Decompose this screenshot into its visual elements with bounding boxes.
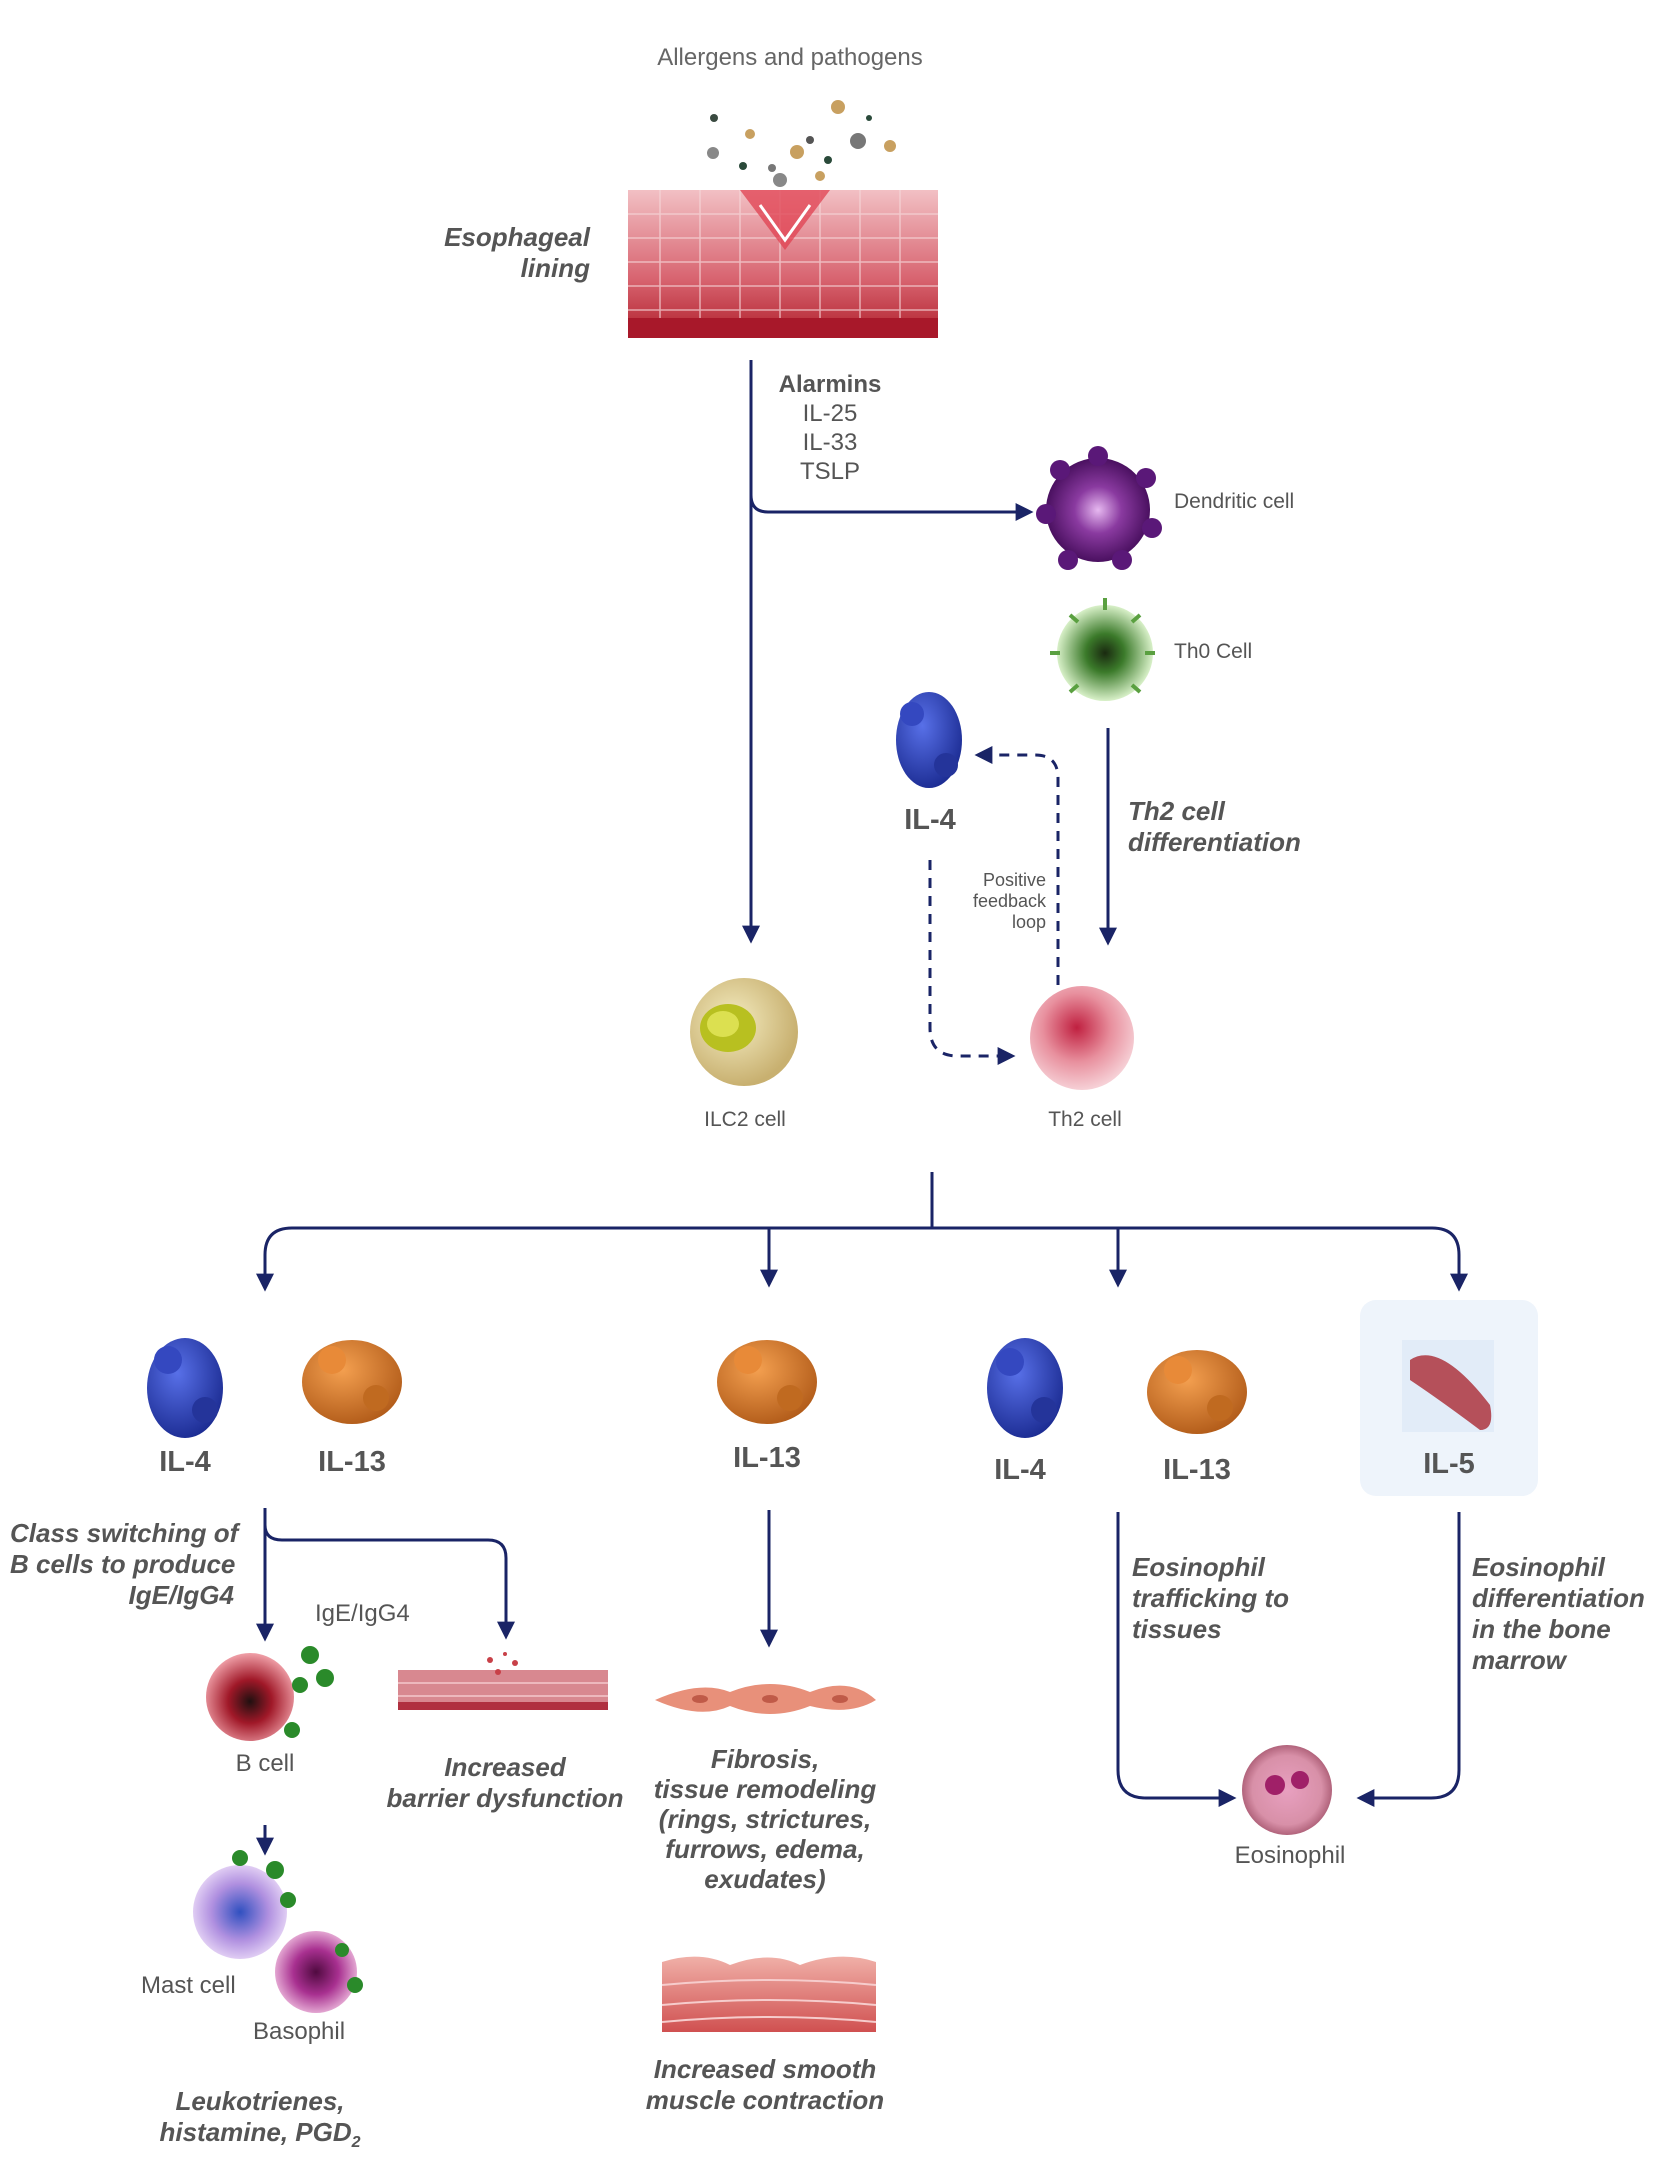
arrow-eos-trafficking bbox=[1116, 1512, 1237, 1807]
th0-cell-image bbox=[1050, 598, 1155, 701]
b-cell-label: B cell bbox=[235, 1750, 295, 1777]
barrier-line: Increased bbox=[444, 1752, 566, 1782]
class-switch-line: B cells to produce bbox=[10, 1549, 236, 1579]
th2-diff-line: differentiation bbox=[1128, 827, 1301, 857]
il13-protein-group1 bbox=[302, 1340, 402, 1424]
feedback-line: loop bbox=[1011, 912, 1046, 932]
fibrosis-label: Fibrosis, tissue remodeling (rings, stri… bbox=[630, 1744, 900, 1894]
fibrosis-tissue-image bbox=[655, 1684, 876, 1714]
il4-protein-group3 bbox=[987, 1338, 1063, 1438]
arrow-il4-to-th2 bbox=[928, 860, 1016, 1065]
il13-label-group3: IL-13 bbox=[1163, 1454, 1231, 1486]
smooth-muscle-line: muscle contraction bbox=[645, 2085, 885, 2115]
dendritic-cell-label: Dendritic cell bbox=[1174, 490, 1295, 513]
smooth-muscle-image bbox=[661, 1956, 877, 2032]
basophil-label: Basophil bbox=[253, 2018, 346, 2045]
il5-highlight-panel bbox=[1360, 1300, 1538, 1496]
alarmin-item: TSLP bbox=[799, 458, 861, 485]
allergen-particles bbox=[707, 100, 896, 187]
eos-traffic-line: Eosinophil bbox=[1132, 1552, 1265, 1582]
il4-top-label: IL-4 bbox=[904, 804, 956, 836]
class-switching-label: Class switching of B cells to produce Ig… bbox=[10, 1518, 239, 1611]
smooth-muscle-label: Increased smooth muscle contraction bbox=[630, 2054, 900, 2116]
feedback-line: Positive bbox=[982, 870, 1046, 890]
eosinophil-label: Eosinophil bbox=[1234, 1842, 1346, 1869]
arrows bbox=[256, 360, 1468, 1856]
il4-protein-top bbox=[896, 692, 962, 788]
alarmin-item: IL-33 bbox=[802, 429, 858, 456]
smooth-muscle-line: Increased smooth bbox=[653, 2054, 877, 2084]
eos-diff-line: in the bone bbox=[1472, 1614, 1611, 1644]
il13-protein-group2 bbox=[717, 1340, 817, 1424]
arrow-eos-differentiation bbox=[1356, 1512, 1461, 1807]
barrier-dysfunction-label: Increased barrier dysfunction bbox=[370, 1752, 640, 1814]
esophageal-label-line: lining bbox=[520, 253, 590, 283]
mast-cell-label: Mast cell bbox=[141, 1972, 236, 1999]
th2-diff-line: Th2 cell bbox=[1128, 796, 1225, 826]
il4-label-group3: IL-4 bbox=[994, 1454, 1046, 1486]
il13-protein-group3 bbox=[1147, 1350, 1247, 1434]
pgd-subscript: 2 bbox=[351, 2134, 361, 2152]
class-switch-line: Class switching of bbox=[10, 1518, 239, 1548]
barrier-tissue-image bbox=[398, 1652, 608, 1710]
th0-cell-label: Th0 Cell bbox=[1174, 640, 1253, 663]
eos-trafficking-label: Eosinophil trafficking to tissues bbox=[1132, 1552, 1289, 1645]
th2-cell-image bbox=[1030, 986, 1134, 1090]
esophageal-lining-image bbox=[628, 190, 938, 338]
alarmin-item: IL-25 bbox=[802, 400, 858, 427]
eos-diff-line: Eosinophil bbox=[1472, 1552, 1605, 1582]
ige-label: IgE/IgG4 bbox=[315, 1600, 410, 1627]
ilc2-cell-label: ILC2 cell bbox=[704, 1108, 786, 1131]
fibrosis-line: exudates) bbox=[704, 1864, 826, 1894]
branch-bar bbox=[263, 1226, 1461, 1285]
eos-diff-line: differentiation bbox=[1472, 1583, 1645, 1613]
il4-protein-group1 bbox=[147, 1338, 223, 1438]
fibrosis-line: (rings, strictures, bbox=[658, 1804, 872, 1834]
ilc2-cell-image bbox=[690, 978, 798, 1086]
basophil-image bbox=[275, 1931, 363, 2013]
leuko-text: histamine, PGD bbox=[159, 2117, 352, 2147]
th2-cell-label: Th2 cell bbox=[1048, 1108, 1122, 1131]
fibrosis-line: Fibrosis, bbox=[710, 1744, 820, 1774]
alarmins-block: Alarmins IL-25 IL-33 TSLP bbox=[760, 370, 900, 486]
feedback-line: feedback bbox=[972, 891, 1046, 911]
il5-label: IL-5 bbox=[1423, 1448, 1475, 1480]
eos-traffic-line: tissues bbox=[1132, 1614, 1222, 1644]
arrow-feedback-loop bbox=[974, 746, 1060, 985]
leuko-line: Leukotrienes, bbox=[175, 2086, 345, 2116]
eos-diff-line: marrow bbox=[1472, 1645, 1566, 1675]
alarmins-title: Alarmins bbox=[778, 371, 882, 398]
leukotrienes-label: Leukotrienes, histamine, PGD2 bbox=[120, 2086, 400, 2158]
il13-label-group2: IL-13 bbox=[733, 1442, 801, 1474]
eos-traffic-line: trafficking to bbox=[1132, 1583, 1289, 1613]
mast-cell-image bbox=[193, 1850, 296, 1959]
b-cell-image bbox=[206, 1646, 334, 1741]
arrow-to-barrier bbox=[263, 1508, 515, 1640]
arrow-to-dendritic bbox=[749, 494, 1034, 521]
fibrosis-line: furrows, edema, bbox=[665, 1834, 865, 1864]
th2-differentiation-label: Th2 cell differentiation bbox=[1128, 796, 1301, 858]
il4-label-group1: IL-4 bbox=[159, 1446, 211, 1478]
esophageal-lining-label: Esophageal lining bbox=[400, 222, 590, 284]
allergens-title: Allergens and pathogens bbox=[657, 44, 923, 71]
esophageal-label-line: Esophageal bbox=[444, 222, 590, 252]
il13-label-group1: IL-13 bbox=[318, 1446, 386, 1478]
dendritic-cell-image bbox=[1036, 446, 1162, 570]
fibrosis-line: tissue remodeling bbox=[653, 1774, 877, 1804]
class-switch-line: IgE/IgG4 bbox=[128, 1580, 234, 1610]
feedback-loop-label: Positive feedback loop bbox=[930, 870, 1046, 933]
eosinophil-image bbox=[1242, 1745, 1332, 1835]
barrier-line: barrier dysfunction bbox=[386, 1783, 624, 1813]
eos-differentiation-label: Eosinophil differentiation in the bone m… bbox=[1472, 1552, 1645, 1676]
leuko-line: histamine, PGD2 bbox=[120, 2117, 400, 2158]
